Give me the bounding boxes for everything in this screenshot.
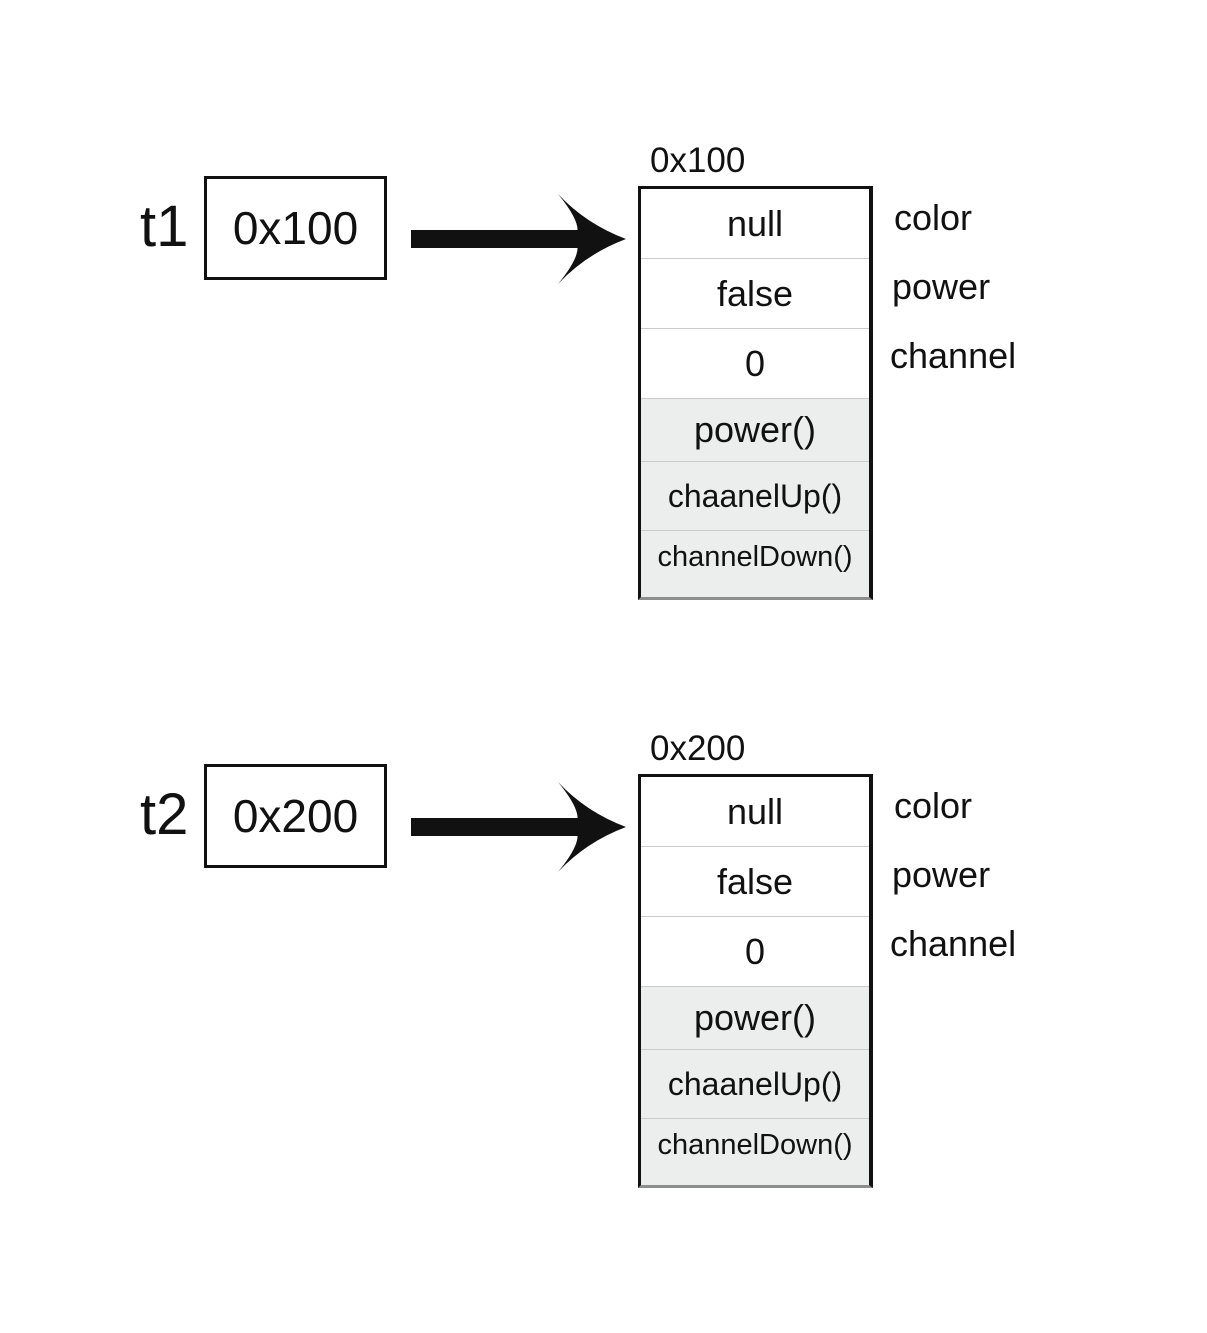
arrow-right-icon — [411, 782, 626, 872]
instance-group-t1: t1 0x100 0x100 null false 0 power() chaa… — [0, 140, 1207, 600]
variable-name: t2 — [140, 782, 189, 847]
variable-name: t1 — [140, 194, 189, 259]
reference-box: 0x200 — [204, 764, 387, 868]
arrow-right-icon — [411, 194, 626, 284]
object-memory-block: null false 0 power() chaanelUp() channel… — [638, 186, 873, 600]
method-power: power() — [641, 987, 869, 1050]
object-address: 0x200 — [650, 729, 746, 768]
field-label-power: power — [892, 266, 991, 307]
field-labels: color power channel — [890, 198, 1016, 405]
field-value-color: null — [641, 777, 869, 847]
object-memory-block: null false 0 power() chaanelUp() channel… — [638, 774, 873, 1188]
field-label-channel: channel — [890, 335, 1017, 376]
method-channel-down: channelDown() — [641, 1119, 869, 1185]
field-value-color: null — [641, 189, 869, 259]
field-label-power: power — [892, 854, 991, 895]
field-label-color: color — [894, 785, 973, 826]
field-labels: color power channel — [890, 786, 1016, 993]
object-address: 0x100 — [650, 141, 746, 180]
reference-box: 0x100 — [204, 176, 387, 280]
reference-value: 0x100 — [232, 202, 359, 254]
method-channel-down: channelDown() — [641, 531, 869, 597]
field-label-channel: channel — [890, 923, 1017, 964]
field-value-power: false — [641, 259, 869, 329]
method-chaanel-up: chaanelUp() — [641, 1050, 869, 1119]
reference-value: 0x200 — [232, 790, 359, 842]
method-chaanel-up: chaanelUp() — [641, 462, 869, 531]
field-value-channel: 0 — [641, 329, 869, 399]
instance-group-t2: t2 0x200 0x200 null false 0 power() chaa… — [0, 728, 1207, 1188]
field-value-channel: 0 — [641, 917, 869, 987]
field-value-power: false — [641, 847, 869, 917]
field-label-color: color — [894, 197, 973, 238]
method-power: power() — [641, 399, 869, 462]
